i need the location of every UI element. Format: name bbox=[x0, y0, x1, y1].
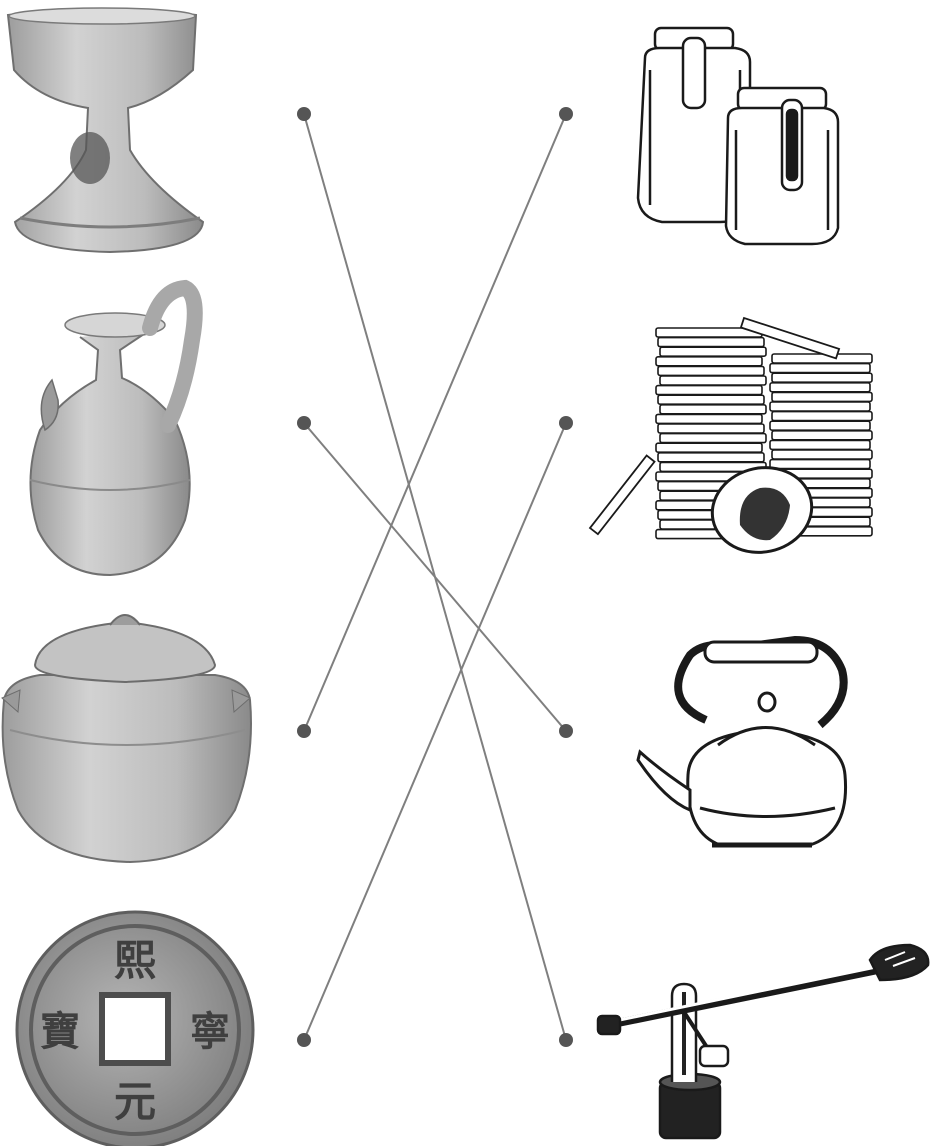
ancient-lamp-stand-icon bbox=[8, 8, 203, 252]
connection-line-2 bbox=[304, 423, 566, 731]
ancient-ewer-icon bbox=[30, 288, 195, 575]
coin-stacks-icon bbox=[590, 318, 872, 561]
svg-text:寶: 寶 bbox=[40, 1008, 80, 1055]
right-dot-4[interactable] bbox=[559, 1033, 573, 1047]
right-dot-1[interactable] bbox=[559, 107, 573, 121]
glass-jars-icon bbox=[638, 28, 838, 244]
left-dot-3[interactable] bbox=[297, 724, 311, 738]
left-dot-2[interactable] bbox=[297, 416, 311, 430]
right-dot-3[interactable] bbox=[559, 724, 573, 738]
ancient-lidded-jar-icon bbox=[2, 615, 251, 862]
left-dot-4[interactable] bbox=[297, 1033, 311, 1047]
right-dot-2[interactable] bbox=[559, 416, 573, 430]
svg-text:元: 元 bbox=[114, 1077, 156, 1126]
left-dot-1[interactable] bbox=[297, 107, 311, 121]
connection-line-4 bbox=[304, 423, 566, 1040]
connection-line-3 bbox=[304, 114, 566, 731]
desk-lamp-icon bbox=[598, 945, 928, 1138]
teakettle-icon bbox=[638, 640, 846, 845]
svg-text:熙: 熙 bbox=[114, 936, 156, 985]
ancient-coin-icon: 熙 元 寶 寧 bbox=[17, 912, 253, 1146]
svg-text:寧: 寧 bbox=[190, 1008, 230, 1055]
connection-lines bbox=[304, 114, 566, 1040]
